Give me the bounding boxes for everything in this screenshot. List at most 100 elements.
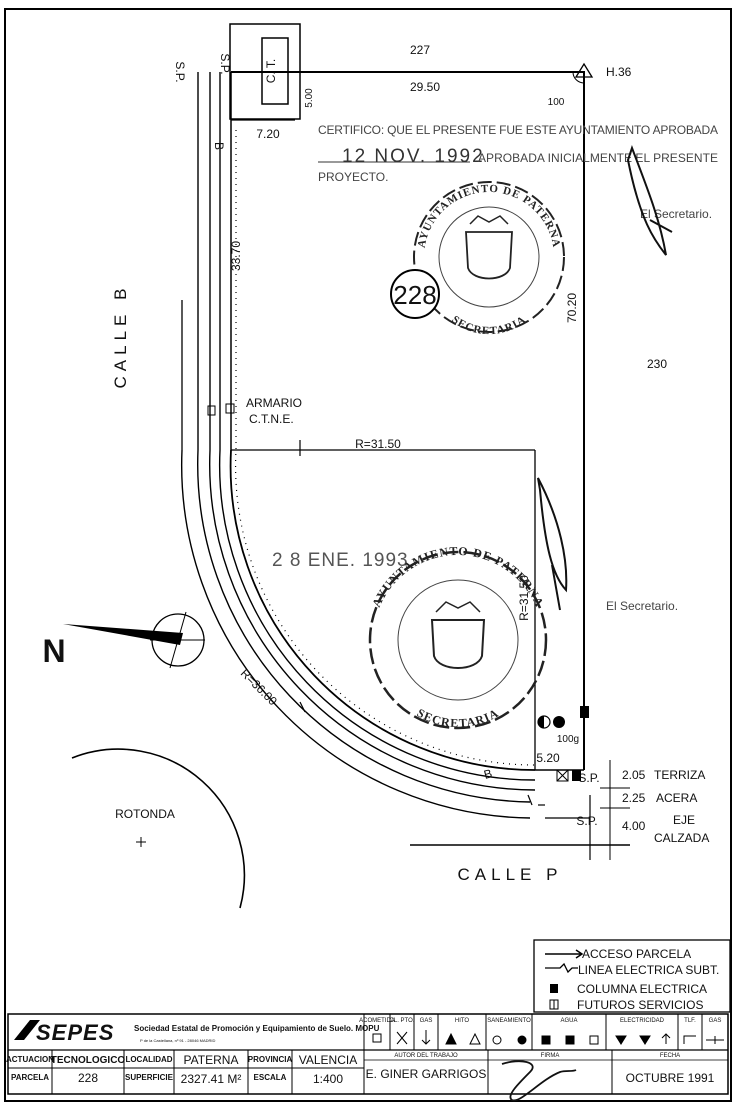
title-block xyxy=(7,1013,729,1095)
seal-top: AYUNTAMIENTO DE PATERNA SECRETARIA xyxy=(413,181,565,338)
legend-label-column: COLUMNA ELECTRICA xyxy=(577,982,707,996)
sp-label-2: S.P. xyxy=(218,53,232,74)
roundabout: ROTONDA xyxy=(71,748,246,909)
dimension-ticks xyxy=(299,440,533,806)
lot-number: 228 xyxy=(393,280,436,310)
lot-227-label: 227 xyxy=(410,43,430,57)
header-actuacion: ACTUACION xyxy=(6,1055,54,1064)
svc-header-acometida: ACOMETIDA xyxy=(359,1018,395,1024)
road-section: 2.05 TERRIZA 2.25 ACERA 4.00 EJE CALZADA xyxy=(622,768,709,845)
column-box-icon xyxy=(572,770,581,781)
legend-label-future: FUTUROS SERVICIOS xyxy=(577,998,703,1012)
certificate-line-3: PROYECTO. xyxy=(318,170,388,184)
ct-transformer-box: C. T. xyxy=(229,23,301,120)
section-label-calzada: CALZADA xyxy=(654,831,709,845)
center-cross-icon xyxy=(136,837,146,847)
street-b-mark-top: B xyxy=(212,142,226,150)
section-dim-terriza: 2.05 xyxy=(622,768,646,782)
header-provincia: PROVINCIA xyxy=(248,1055,293,1064)
signature-1 xyxy=(626,145,673,256)
fecha-value: OCTUBRE 1991 xyxy=(626,1071,715,1085)
ct-label: C. T. xyxy=(264,59,278,83)
armario-label: ARMARIO xyxy=(246,396,302,410)
future-services-icon xyxy=(556,769,569,782)
dim-5-20: 5.20 xyxy=(536,751,560,765)
section-label-acera: ACERA xyxy=(656,791,697,805)
dim-right: 70.20 xyxy=(565,293,579,323)
legend-item-access: ACCESO PARCELA xyxy=(545,947,691,961)
sp-label-3: S.P. xyxy=(578,771,599,785)
legend-item-cable: LINEA ELECTRICA SUBT. xyxy=(545,962,719,977)
access-arrow-icon xyxy=(545,949,584,959)
second-date-stamp: 2 8 ENE. 1993 xyxy=(272,550,409,571)
section-label-eje: EJE xyxy=(673,813,695,827)
legend-label-access: ACCESO PARCELA xyxy=(582,947,691,961)
sepes-logo-text: SEPES xyxy=(36,1020,114,1045)
escala-value: 1:400 xyxy=(313,1072,343,1086)
section-dim-acera: 2.25 xyxy=(622,791,646,805)
legend-item-column: COLUMNA ELECTRICA xyxy=(550,982,707,996)
lot-number-badge: 228 xyxy=(390,269,440,319)
signature-2 xyxy=(537,477,568,611)
angle-100-label: 100 xyxy=(548,97,565,108)
legend: ACCESO PARCELA LINEA ELECTRICA SUBT. COL… xyxy=(533,939,731,1013)
coat-of-arms-icon-2 xyxy=(430,619,486,669)
dim-top: 29.50 xyxy=(410,80,440,94)
svc-header-saneamiento: SANEAMIENTO xyxy=(487,1018,531,1024)
seal-bottom: AYUNTAMIENTO DE PATERNA SECRETARIA xyxy=(368,544,548,730)
utility-symbols xyxy=(537,706,589,782)
svc-header-gas-2: GAS xyxy=(709,1018,722,1024)
company-address: P de la Castellana, nº 91 - 28046 MADRID xyxy=(140,1038,216,1043)
legend-label-cable: LINEA ELECTRICA SUBT. xyxy=(578,963,719,977)
certificate-date: 12 NOV. 1992 xyxy=(342,146,485,167)
svc-header-hito: HITO xyxy=(455,1018,470,1024)
marker-h36-label: H.36 xyxy=(606,65,632,79)
corner-marker-h36: H.36 xyxy=(572,62,632,84)
electric-column-legend-icon xyxy=(550,984,558,993)
header-parcela: PARCELA xyxy=(11,1073,49,1082)
svc-header-tlf: TLF. xyxy=(684,1018,696,1024)
street-curves xyxy=(180,72,630,860)
sheet-border xyxy=(4,8,732,1102)
secretary-1: El Secretario. xyxy=(640,207,712,221)
svc-header-clpto: CL. PTO. xyxy=(390,1018,415,1024)
autor-header: AUTOR DEL TRABAJO xyxy=(394,1053,458,1059)
firma-header: FIRMA xyxy=(541,1053,560,1059)
ctne-label: C.T.N.E. xyxy=(249,412,294,426)
street-p-label: CALLE P xyxy=(458,865,563,884)
section-label-terriza: TERRIZA xyxy=(654,768,705,782)
secretary-2: El Secretario. xyxy=(606,599,678,613)
svc-header-gas-1: GAS xyxy=(420,1018,433,1024)
header-localidad: LOCALIDAD xyxy=(125,1055,172,1064)
seal-top-text: AYUNTAMIENTO DE PATERNA xyxy=(416,183,563,249)
superficie-value: 2327.41 M² xyxy=(181,1072,242,1086)
header-escala: ESCALA xyxy=(254,1073,287,1082)
lot-boundary xyxy=(229,71,585,771)
sepes-logo: SEPES xyxy=(14,1020,114,1045)
sp-label-4: S.P. xyxy=(576,814,597,828)
localidad-value: PATERNA xyxy=(184,1053,239,1067)
svc-header-agua: AGUA xyxy=(560,1018,577,1024)
author-signature xyxy=(501,1060,577,1102)
dim-7-20: 7.20 xyxy=(256,127,280,141)
radius-inner-horizontal: R=31.50 xyxy=(355,437,401,451)
seal-bottom-bottom-text: SECRETARIA xyxy=(415,706,502,730)
coat-of-arms-icon xyxy=(465,231,513,280)
seal-top-bottom-text: SECRETARIA xyxy=(450,314,529,338)
filled-circle-icon xyxy=(553,716,565,728)
parcela-value: 228 xyxy=(78,1071,98,1085)
section-dim-eje: 4.00 xyxy=(622,819,646,833)
cable-line-icon xyxy=(545,962,578,974)
actuacion-value: TECNOLOGICO xyxy=(51,1055,126,1066)
angle-100g-label: 100g xyxy=(557,734,579,745)
autor-value: E. GINER GARRIGOS xyxy=(366,1067,487,1081)
north-arrow-icon xyxy=(63,624,183,645)
rotonda-label: ROTONDA xyxy=(115,807,175,821)
header-superficie: SUPERFICIE xyxy=(125,1073,174,1082)
radius-outer: R=36.00 xyxy=(238,666,280,708)
svc-header-electricidad: ELECTRICIDAD xyxy=(620,1018,665,1024)
north-arrow: N xyxy=(42,611,205,669)
electric-column-icon xyxy=(580,706,589,718)
street-b-label: CALLE B xyxy=(111,284,130,389)
